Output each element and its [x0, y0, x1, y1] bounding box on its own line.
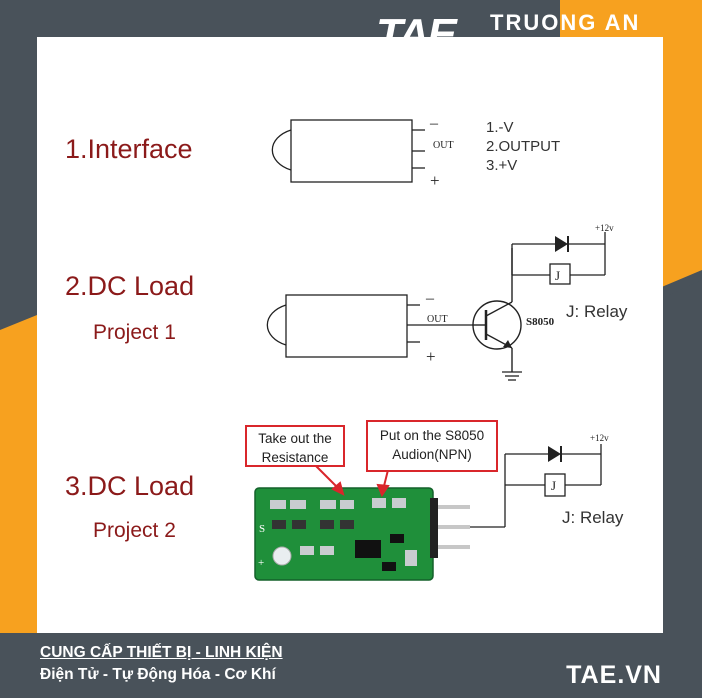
brand-name-line2: EQUIPMENT	[490, 37, 639, 62]
pin-legend-2: 2.OUTPUT	[486, 138, 561, 155]
pcb-mark-plus: +	[258, 557, 264, 569]
callout-right-line2: Audion(NPN)	[392, 447, 472, 462]
callout-right-line1: Put on the S8050	[379, 428, 485, 443]
s1-pin-out: OUT	[433, 140, 454, 151]
section2-title: 2.DC Load	[65, 271, 195, 301]
relay-circuit-2	[470, 444, 602, 528]
s1-pin-plus: +	[430, 171, 440, 190]
supply-label-2: +12v	[590, 433, 609, 443]
pcb-module	[254, 487, 470, 581]
section3-subtitle: Project 2	[93, 519, 176, 542]
s2-pin-out: OUT	[427, 314, 448, 325]
callout-left-line2: Resistance	[261, 450, 329, 465]
s2-pin-plus: +	[426, 347, 436, 366]
relay-symbol-1: J	[555, 268, 560, 283]
brand-name-line1: TRUONG AN	[490, 10, 641, 35]
relay-label-2: J: Relay	[562, 508, 624, 527]
pin-legend-3: 3.+V	[486, 157, 518, 174]
footer-website[interactable]: TAE.VN	[566, 661, 662, 689]
section1-title: 1.Interface	[65, 134, 193, 164]
section2-subtitle: Project 1	[93, 321, 176, 344]
pin-legend-1: 1.-V	[486, 119, 514, 136]
relay-symbol-2: J	[551, 478, 556, 493]
callout-left-line1: Take out the	[258, 431, 332, 446]
footer-tagline-1: CUNG CẤP THIẾT BỊ - LINH KIỆN	[40, 644, 283, 661]
sensor-body-2	[266, 294, 472, 358]
s1-pin-minus: –	[429, 115, 439, 132]
relay-circuit-1	[511, 232, 606, 285]
relay-label-1: J: Relay	[566, 302, 628, 321]
diode-2	[548, 446, 561, 462]
callout-remove-resistance: Take out the Resistance	[245, 425, 345, 467]
npn-transistor	[472, 248, 522, 372]
section3-title: 3.DC Load	[65, 471, 195, 501]
emitter-arrow	[503, 340, 512, 348]
s2-pin-minus: –	[425, 290, 435, 307]
callout-pointers	[315, 465, 390, 498]
pin-legend: 1.-V 2.OUTPUT 3.+V	[486, 118, 560, 175]
footer-tagline-2: Điện Tử - Tự Động Hóa - Cơ Khí	[40, 666, 276, 683]
sensor-body-1	[271, 119, 425, 183]
transistor-label: S8050	[526, 316, 555, 328]
supply-label-1: +12v	[595, 223, 614, 233]
diode-1	[555, 236, 568, 252]
callout-add-transistor: Put on the S8050 Audion(NPN)	[366, 420, 498, 472]
ground-symbol	[502, 371, 522, 381]
tae-logo: TAE	[376, 10, 457, 59]
pcb-mark-s: S	[259, 523, 265, 535]
